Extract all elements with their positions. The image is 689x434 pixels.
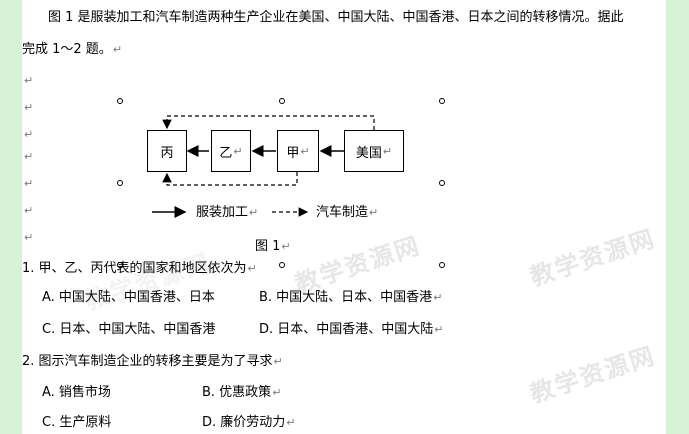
selection-handle[interactable]: [439, 98, 445, 104]
paragraph-mark: ↵: [24, 231, 34, 244]
q1-option-c: C. 日本、中国大陆、中国香港: [42, 322, 216, 337]
paragraph-mark: ↵: [112, 43, 123, 56]
selection-handle[interactable]: [117, 180, 123, 186]
q2-option-d: D. 廉价劳动力↵: [202, 415, 296, 430]
selection-handle[interactable]: [117, 98, 123, 104]
figure-caption: 图 1↵: [255, 239, 291, 254]
legend-dashed-label: 汽车制造↵: [316, 205, 379, 220]
watermark: 教学资源网: [526, 341, 659, 409]
q1-option-d: D. 日本、中国香港、中国大陆↵: [259, 322, 444, 337]
selection-handle[interactable]: [279, 98, 285, 104]
q2-option-c: C. 生产原料: [42, 415, 112, 430]
q1-option-a: A. 中国大陆、中国香港、日本: [42, 290, 215, 305]
selection-handle[interactable]: [117, 262, 123, 268]
flow-arrows: [152, 115, 375, 218]
box-usa: 美国↵: [344, 130, 404, 172]
dashed-usa-to-bing: [162, 115, 375, 130]
box-jia: 甲↵: [277, 130, 319, 172]
paragraph-mark: ↵: [24, 101, 34, 114]
right-margin: [666, 0, 689, 434]
left-margin: [0, 0, 22, 434]
document-page: 教学资源网 教学资源网 教学资源网 教学资源网 图 1 是服装加工和汽车制造两种…: [22, 0, 666, 434]
box-yi: 乙↵: [211, 130, 251, 172]
legend-solid-label: 服装加工↵: [196, 205, 259, 220]
q2-option-a: A. 销售市场: [42, 385, 111, 400]
paragraph-mark: ↵: [24, 128, 34, 141]
q2-stem: 2. 图示汽车制造企业的转移主要是为了寻求↵: [22, 354, 283, 369]
selection-handle[interactable]: [279, 262, 285, 268]
selection-handle[interactable]: [439, 180, 445, 186]
q1-option-b: B. 中国大陆、日本、中国香港↵: [259, 290, 443, 305]
intro-line-1: 图 1 是服装加工和汽车制造两种生产企业在美国、中国大陆、中国香港、日本之间的转…: [48, 10, 624, 25]
intro-line-2: 完成 1～2 题。↵: [22, 42, 123, 57]
q1-stem: 1. 甲、乙、丙代表的国家和地区依次为↵: [22, 261, 257, 276]
box-bing: 丙: [147, 130, 187, 172]
dashed-jia-to-bing: [162, 172, 298, 186]
q2-option-b: B. 优惠政策↵: [202, 385, 282, 400]
paragraph-mark: ↵: [24, 177, 34, 190]
paragraph-mark: ↵: [24, 204, 34, 217]
selection-handle[interactable]: [439, 262, 445, 268]
paragraph-mark: ↵: [24, 74, 34, 87]
figure-1[interactable]: 丙 乙↵ 甲↵ 美国↵ 服装加工↵ 汽车制造↵ 图 1↵: [22, 0, 666, 270]
paragraph-mark: ↵: [24, 150, 34, 163]
